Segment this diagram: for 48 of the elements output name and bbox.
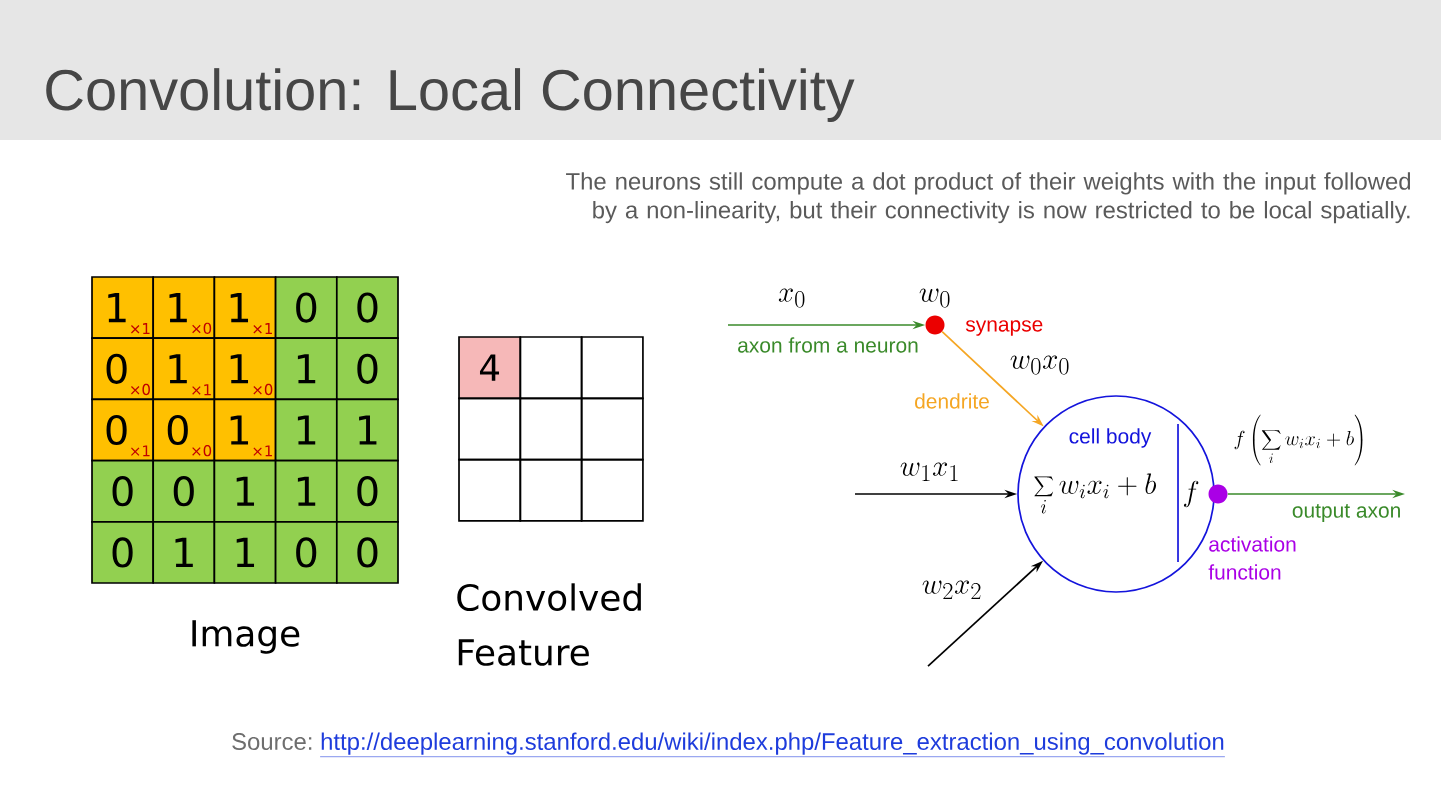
weight-label: ×1 — [253, 445, 272, 457]
grid-cell: 1 — [335, 398, 399, 462]
weight-label: ×1 — [131, 445, 150, 457]
edge-label: axon from a neuron — [735, 335, 921, 355]
grid-cell: 4 — [458, 336, 522, 400]
formula: $w_0$ — [919, 288, 950, 308]
edge-label: output axon — [1290, 502, 1403, 524]
grid-cell: 1 — [213, 520, 277, 584]
grid-cell: 1 — [213, 459, 277, 523]
grid-cell: 0 — [274, 276, 338, 340]
grid-cell: 0 — [335, 459, 399, 523]
weight-label: ×0 — [192, 445, 212, 457]
edge-label: dendrite — [912, 391, 992, 411]
formula: $w_0x_0$ — [1010, 355, 1069, 375]
weight-label: ×1 — [253, 323, 272, 334]
formula: $\sum_i w_i x_i + b$ — [1034, 473, 1157, 514]
link: http://deeplearning.stanford.edu/wiki/index.php/Feature_extraction_using_convolution — [319, 732, 1226, 757]
grid-cell: 0 — [335, 276, 399, 340]
grid-cell: 0 — [335, 337, 399, 401]
grid-cell: 0 — [91, 520, 155, 584]
grid-cell: 1 — [152, 520, 216, 584]
subtitle: The neurons still compute a dot product of their weights with the input followed by a non-linearity, but their connectivity is now restricted to be local spatially. — [566, 172, 1411, 224]
grid-cell: 0 — [152, 459, 216, 523]
grid-cell: 1 — [274, 398, 338, 462]
dot — [925, 315, 945, 335]
grid-cell: 1 — [274, 337, 338, 401]
source-label: Source: — [232, 733, 312, 751]
formula: $w_1x_1$ — [900, 462, 958, 482]
weight-label: ×0 — [253, 383, 273, 396]
formula: $f\left(\sum_i w_i x_i + b\right)$ — [1234, 414, 1363, 466]
node-label: cell body — [1069, 428, 1152, 448]
dot — [1208, 484, 1228, 504]
weight-label: ×1 — [131, 323, 150, 334]
node-caption: synapse — [965, 320, 1043, 336]
grid-cell: 0 — [335, 520, 399, 584]
formula: $w_2x_2$ — [922, 580, 981, 600]
weight-label: ×0 — [131, 383, 150, 396]
node-caption: activation function — [1208, 536, 1296, 580]
grid-cell: 0 — [274, 520, 338, 584]
weight-label: ×0 — [192, 322, 212, 334]
grid-caption: Image — [192, 620, 300, 654]
formula: $x_0$ — [778, 288, 805, 308]
formula: $f$ — [1183, 480, 1199, 508]
grid-cell: 1 — [274, 459, 338, 523]
slide-title: Convolution: Local Connectivity — [46, 68, 855, 122]
grid-cell: 0 — [91, 459, 155, 523]
weight-label: ×1 — [192, 384, 211, 396]
grid-caption: Convolved Feature — [457, 583, 641, 666]
